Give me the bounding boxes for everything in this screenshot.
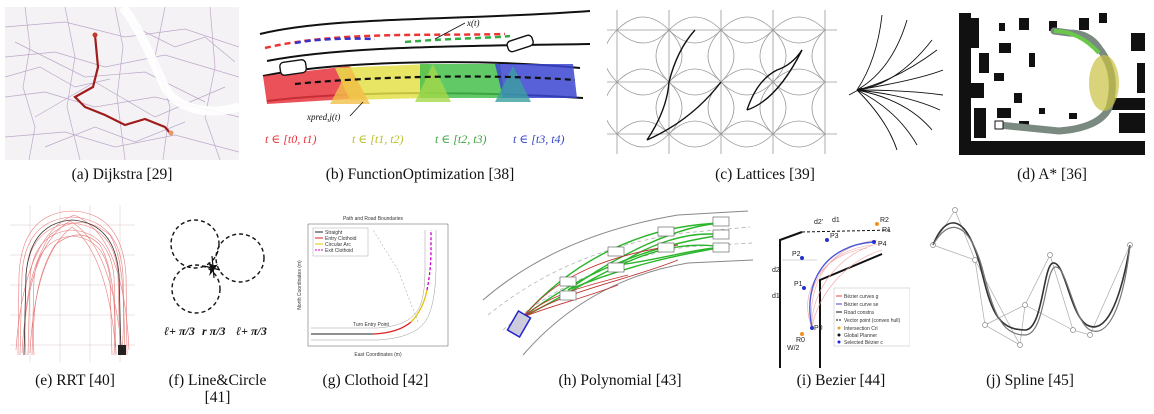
motion-primitives [848,14,943,151]
caption-clothoid: (g) Clothoid [42] [322,372,429,389]
predicted-trajectory [294,75,576,86]
interval-0: t ∈ [t0, t1) [265,132,317,146]
svg-text:P0: P0 [814,325,823,332]
caption-rrt: (e) RRT [40] [35,372,115,389]
clothoid-ylabel: North Coordinates (m) [297,260,303,310]
lattices-diagram [607,10,943,154]
interval-3: t ∈ [t3, t4) [513,132,565,146]
svg-text:P2: P2 [792,251,801,258]
svg-text:Straight: Straight [325,230,343,236]
goal-marker [168,130,174,136]
svg-text:R0: R0 [796,337,805,344]
ego-vehicle [506,309,532,339]
polynomial-diagram [482,210,754,356]
caption-astar: (d) A* [36] [1017,166,1087,183]
bezier-panel: P0 P1 P2 P3 P4 R2 R0 W/2 d2 d1' d2' d1 R… [772,210,910,368]
caption-function-optimization: (b) FunctionOptimization [38] [325,166,515,183]
svg-text:Intersection Cri: Intersection Cri [844,326,878,332]
spline-curve-2 [932,226,1131,336]
polynomial-panel [478,205,756,357]
spline-diagram [930,207,1133,348]
interval-1: t ∈ [t1, t2) [352,132,404,146]
spline-curve-1 [932,222,1131,331]
svg-text:Entry Clothoid: Entry Clothoid [325,236,357,242]
svg-text:P3: P3 [830,233,839,240]
svg-text:Vector point (convex hull): Vector point (convex hull) [844,318,900,324]
svg-text:R1: R1 [882,227,891,234]
turn-entry-label: Turn Entry Point [353,322,390,328]
lc-label-1: r π/3 [202,324,226,338]
line-circle-panel: ℓ+ π/3 r π/3 ℓ+ π/3 [160,212,275,362]
svg-text:d1: d1 [832,217,840,224]
interval-2: t ∈ [t2, t3) [435,132,487,146]
clothoid-title: Path and Road Boundaries [343,216,404,222]
entry-clothoid [372,321,412,335]
clothoid-xlabel: East Coordinates (m) [354,352,402,358]
x-label: x(t) [466,18,480,28]
xpred-label: xpred,j(t) [306,112,340,122]
search-region [1089,55,1119,111]
function-optimization-panel: x(t) xpred,j(t) [255,6,595,156]
lc-label-0: ℓ+ π/3 [164,324,195,338]
svg-text:Exit Clothoid: Exit Clothoid [325,248,353,254]
rrt-panel [10,205,135,362]
dijkstra-panel [5,7,239,160]
caption-line-circle-2: [41] [204,389,231,406]
svg-text:Road constra: Road constra [844,310,874,316]
exit-clothoid [426,230,432,291]
rrt-tree [15,210,130,356]
lattice-highlight [646,29,803,141]
spline-panel [925,205,1140,355]
svg-text:R2: R2 [880,217,889,224]
svg-text:Bézier curves g: Bézier curves g [844,294,879,300]
lattices-panel [607,10,943,154]
caption-lattices: (c) Lattices [39] [715,166,815,183]
selected-bezier [809,241,875,329]
bezier-diagram: P0 P1 P2 P3 P4 R2 R0 W/2 d2 d1' d2' d1 R… [772,217,910,368]
svg-text:P1: P1 [794,281,803,288]
caption-line-circle: (f) Line&Circle [41] [150,372,285,406]
clothoid-panel: Path and Road Boundaries Straight Entry … [293,210,458,362]
svg-text:d2': d2' [814,219,823,226]
caption-dijkstra: (a) Dijkstra [29] [71,166,173,183]
dijkstra-map [5,7,239,160]
svg-text:Selected Bézier c: Selected Bézier c [844,340,883,346]
caption-polynomial: (h) Polynomial [43] [558,372,682,389]
astar-panel [959,13,1145,155]
svg-text:Circular Arc: Circular Arc [325,242,351,248]
dijkstra-path [73,34,171,134]
line-circle-diagram [170,219,265,314]
river [119,7,239,116]
astar-map [959,13,1145,155]
circular-arc [410,289,428,323]
svg-text:P4: P4 [878,241,887,248]
interval-labels: t ∈ [t0, t1) t ∈ [t1, t2) t ∈ [t2, t3) t… [260,132,590,150]
lc-label-2: ℓ+ π/3 [236,324,267,338]
caption-spline: (j) Spline [45] [986,372,1074,389]
svg-text:Global Planner: Global Planner [844,333,877,339]
reference-trajectory [264,32,506,50]
vehicle-marker [118,345,126,355]
svg-text:Bézier curve se: Bézier curve se [844,302,879,308]
caption-bezier: (i) Bezier [44] [796,372,886,389]
function-optimization-diagram: x(t) xpred,j(t) [259,10,591,122]
svg-text:d2: d2 [772,267,780,274]
clothoid-legend: Straight Entry Clothoid Circular Arc Exi… [312,227,369,257]
clothoid-chart: Path and Road Boundaries Straight Entry … [297,216,449,358]
car-bottom [279,59,308,76]
start-marker [92,32,98,38]
caption-line-circle-1: (f) Line&Circle [168,372,267,389]
svg-text:d1': d1' [772,293,781,300]
svg-text:W/2: W/2 [787,345,800,352]
car-top [506,34,534,53]
bezier-legend: Bézier curves g Bézier curve se Road con… [833,287,910,347]
rrt-diagram [10,205,135,362]
